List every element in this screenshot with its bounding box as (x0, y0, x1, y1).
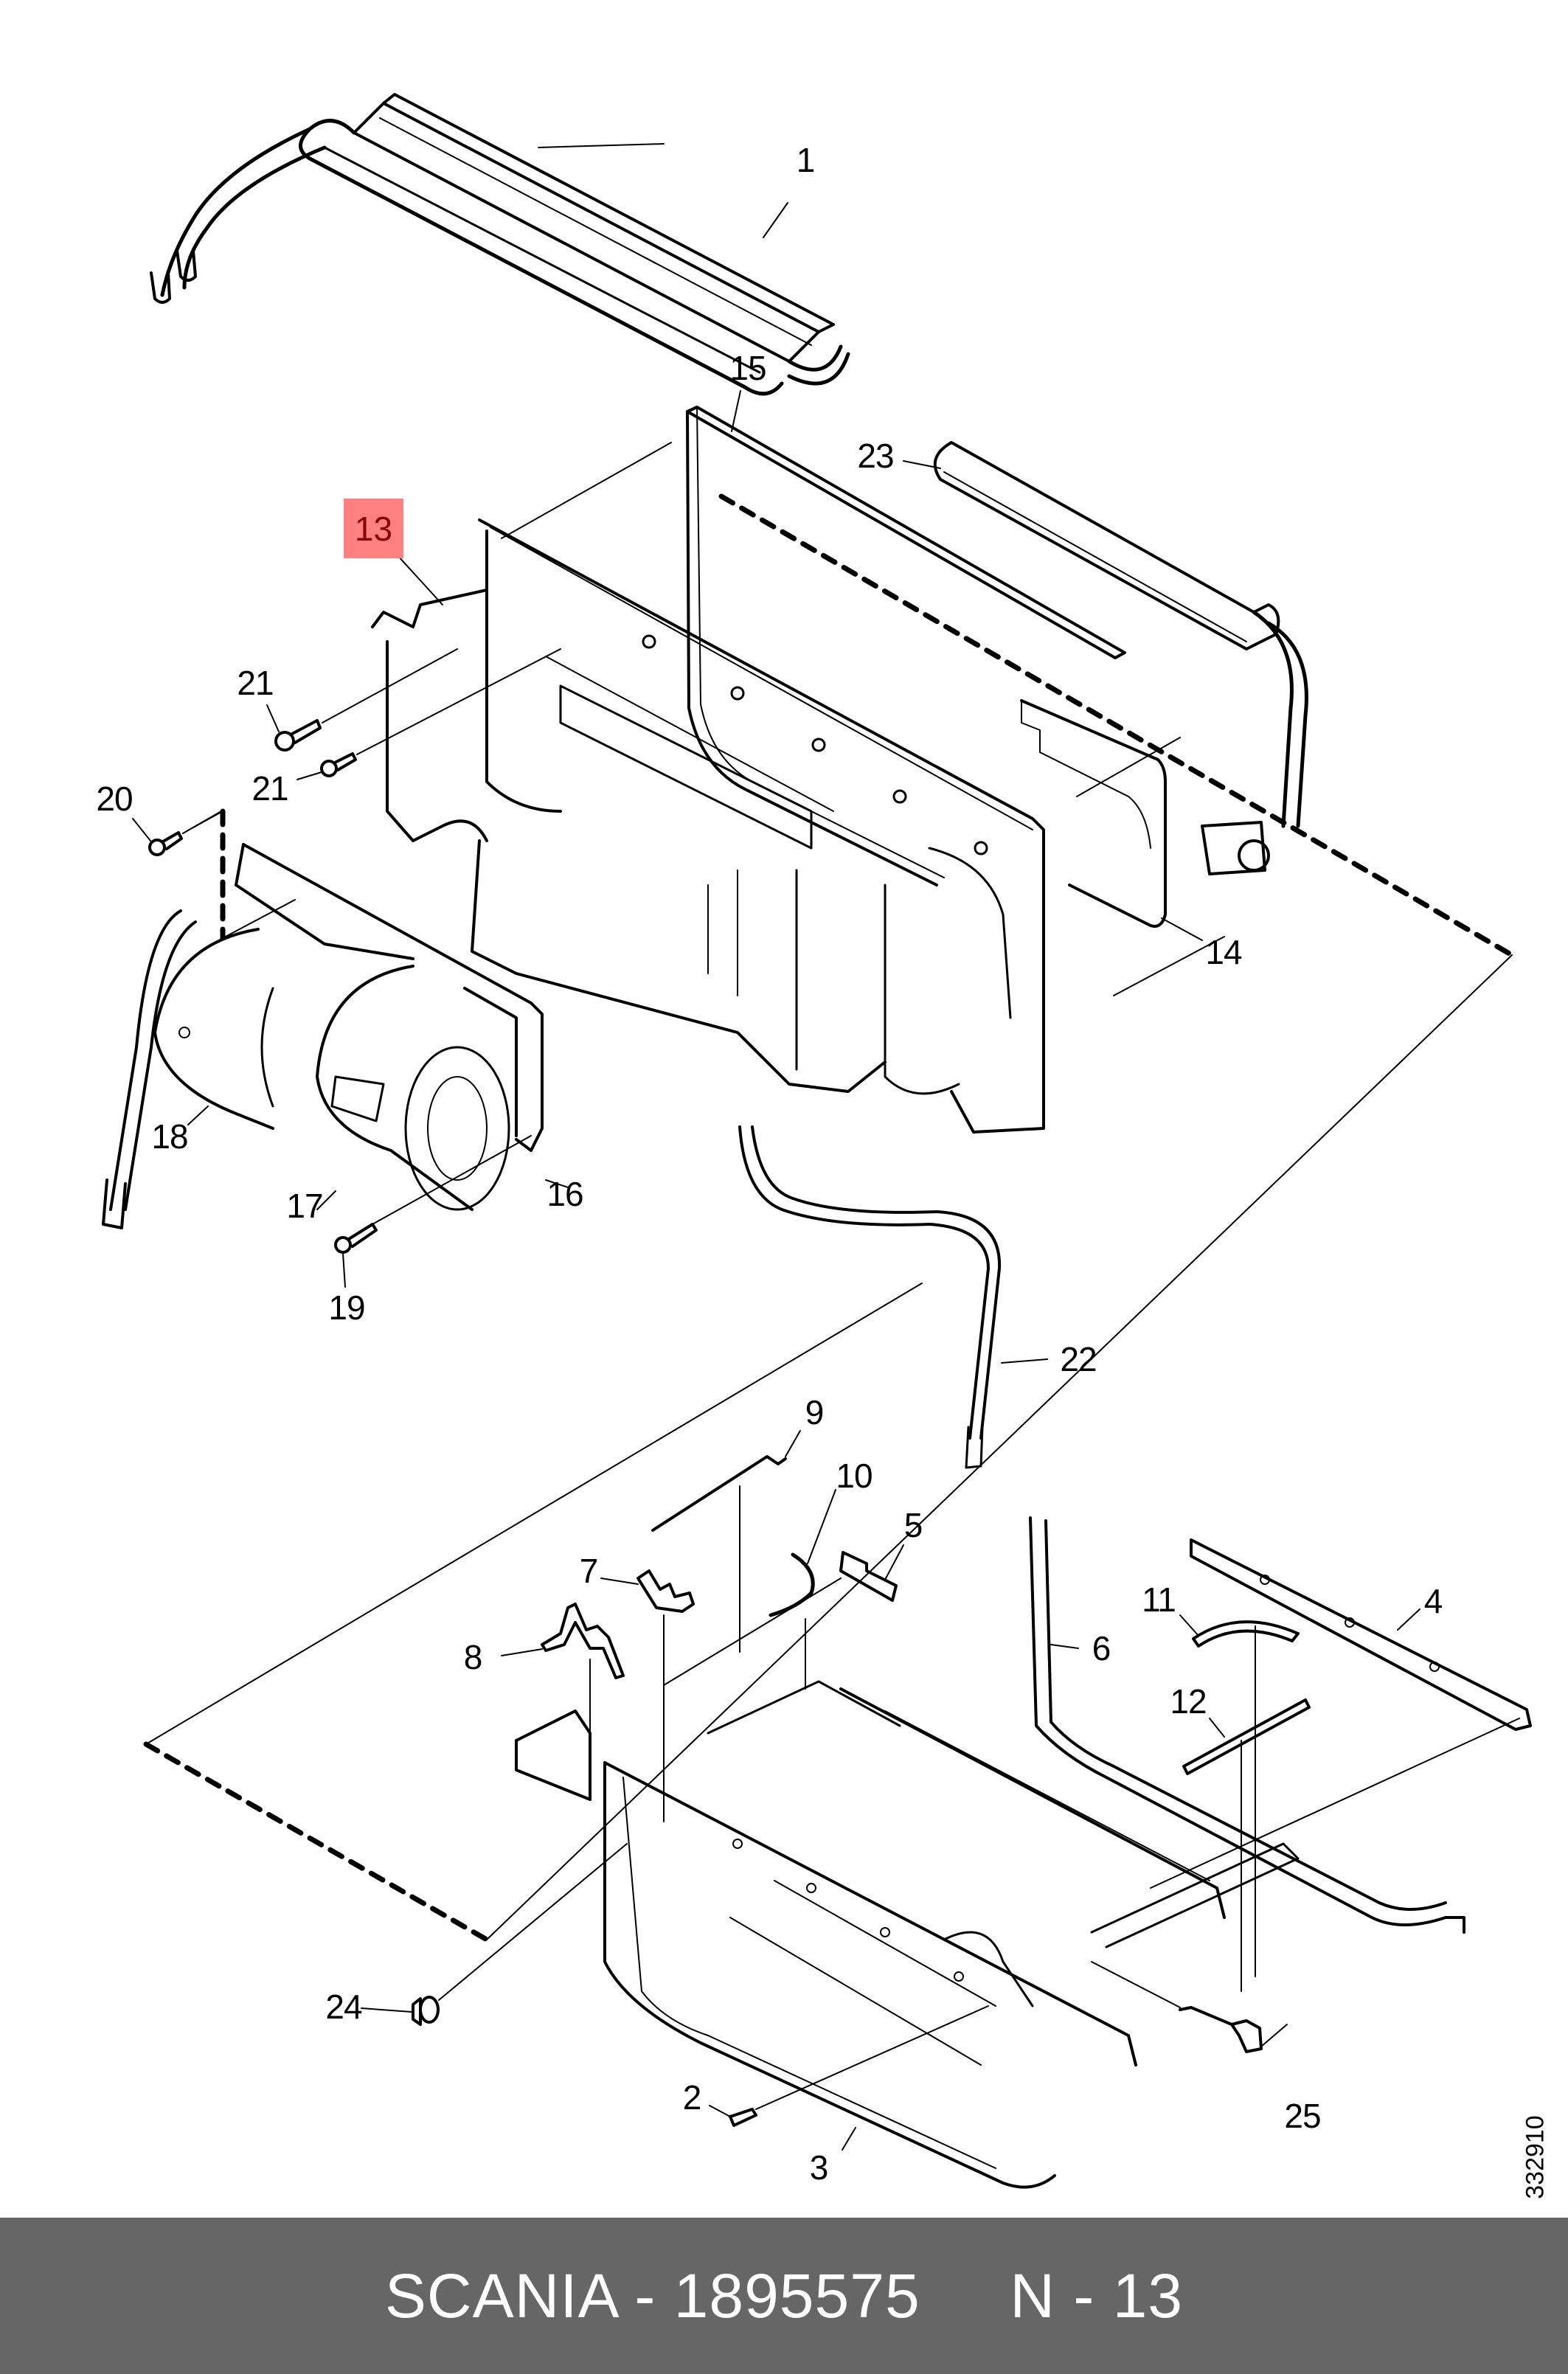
leader-21-lower (296, 771, 322, 780)
callout-17[interactable]: 17 (286, 1187, 323, 1225)
leader-15 (731, 390, 741, 432)
leader-18 (187, 1106, 209, 1125)
leader-20 (132, 818, 151, 841)
callout-14[interactable]: 14 (1205, 933, 1242, 971)
callout-6[interactable]: 6 (1092, 1629, 1111, 1667)
guide-4 (1150, 1718, 1520, 1889)
callout-1[interactable]: 1 (796, 141, 816, 179)
leader-3 (842, 2127, 856, 2151)
callout-21-upper[interactable]: 21 (237, 664, 274, 702)
leader-4 (1397, 1608, 1420, 1631)
callout-7[interactable]: 7 (579, 1552, 599, 1590)
callout-label-13: 13 (354, 509, 393, 548)
part-23-evaporator (933, 441, 1308, 875)
part-3-lower-housing (515, 1680, 1300, 2189)
callout-24[interactable]: 24 (325, 1988, 362, 2026)
part-13-housing (371, 518, 1045, 1134)
part-8-clip (541, 1603, 625, 1679)
guide-2 (755, 2005, 989, 2110)
guide-25 (1091, 1961, 1181, 2008)
leader-13 (396, 554, 443, 605)
part-18-blower-motor-left (153, 928, 274, 1130)
callout-4[interactable]: 4 (1423, 1582, 1443, 1620)
part-14-gasket (1020, 699, 1167, 928)
part-7-clip (636, 1569, 695, 1613)
part-15-panel (686, 406, 1126, 886)
callout-21-lower[interactable]: 21 (251, 769, 288, 808)
leader-line-19 (372, 1135, 532, 1225)
assembly-guide-lines (145, 442, 1513, 1940)
part-10-hook (769, 1552, 815, 1617)
leader-5 (884, 1544, 904, 1580)
callout-18[interactable]: 18 (151, 1117, 188, 1156)
highlighted-callout-13[interactable]: 13 (344, 499, 403, 558)
leader-9 (785, 1430, 801, 1457)
part-25-sensor (1179, 2006, 1263, 2053)
screw-19 (334, 1223, 378, 1254)
dashed-assembly-outline (143, 493, 1515, 1943)
part-5-bracket (839, 1551, 898, 1602)
leader-6 (1050, 1644, 1079, 1649)
callout-23[interactable]: 23 (857, 437, 894, 475)
callout-5[interactable]: 5 (903, 1506, 923, 1544)
callout-22[interactable]: 22 (1060, 1340, 1097, 1378)
part-16-blower-housing (235, 843, 544, 1152)
callout-12[interactable]: 12 (1170, 1682, 1207, 1721)
leader-10 (807, 1489, 836, 1564)
callout-2[interactable]: 2 (682, 2078, 702, 2117)
leader-8 (501, 1648, 543, 1656)
footer-bar: SCANIA - 1895575 N - 13 (0, 2218, 1568, 2374)
callout-3[interactable]: 3 (809, 2148, 829, 2187)
part-22-drain-hose (738, 1125, 1002, 1469)
leader-17 (316, 1190, 336, 1210)
part-24-plug (412, 1996, 440, 2026)
screw-21-upper (274, 719, 322, 752)
callout-8[interactable]: 8 (463, 1638, 483, 1676)
part-17-blower-motor-right (316, 965, 510, 1211)
part-4-rail (1190, 1538, 1532, 1731)
screw-20 (148, 831, 183, 856)
part-18-cable (102, 909, 197, 1229)
callout-11[interactable]: 11 (1142, 1580, 1176, 1619)
leader-23 (903, 460, 941, 469)
leader-11 (1179, 1614, 1199, 1637)
callout-20[interactable]: 20 (96, 780, 133, 818)
leader-22 (1001, 1358, 1048, 1364)
drawing-number: 332910 (1521, 2115, 1550, 2199)
leader-21-upper (266, 704, 280, 732)
callout-25[interactable]: 25 (1284, 2097, 1321, 2135)
callout-19[interactable]: 19 (328, 1288, 365, 1327)
callout-10[interactable]: 10 (836, 1457, 873, 1495)
part-9-strip (651, 1455, 787, 1532)
leader-14 (1161, 917, 1203, 941)
leader-1 (763, 202, 788, 238)
part-2-pin (729, 2108, 757, 2127)
guide-5 (663, 1578, 842, 1686)
leader-19 (342, 1253, 346, 1288)
leader-16 (545, 1179, 569, 1188)
part-6-strap (1029, 1516, 1465, 1934)
leader-2 (709, 2105, 731, 2117)
guide-24 (438, 1843, 628, 2001)
callout-16[interactable]: 16 (547, 1175, 583, 1213)
leader-25 (1260, 2024, 1288, 2047)
leader-line-21-lower (356, 648, 561, 755)
parts-diagram: 13 1 2 3 4 5 6 7 8 9 10 11 12 14 15 16 1… (96, 93, 1550, 2199)
part-11-seal (1192, 1620, 1300, 1648)
leader-7 (600, 1578, 639, 1585)
part-1-heater-core (150, 93, 850, 396)
footer-part-reference: SCANIA - 1895575 N - 13 (384, 2260, 1184, 2330)
leader-12 (1209, 1718, 1225, 1738)
callout-9[interactable]: 9 (805, 1393, 825, 1431)
screw-21-lower (320, 752, 357, 777)
leader-24 (361, 2007, 412, 2013)
leader-line-21-upper (322, 648, 458, 723)
callout-15[interactable]: 15 (729, 349, 766, 387)
part-12-seal (1182, 1698, 1311, 1775)
